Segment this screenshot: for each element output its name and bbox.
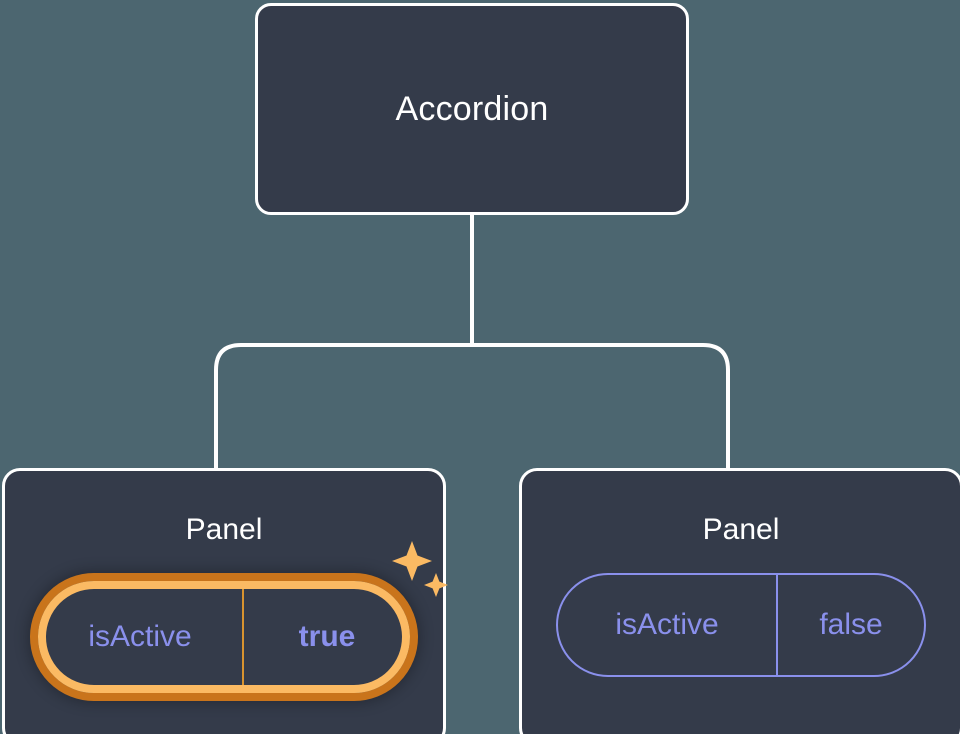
- prop-value-label: false: [776, 575, 924, 675]
- prop-pill-is-active-true[interactable]: isActive true: [30, 573, 418, 701]
- node-panel-left[interactable]: Panel isActive true: [2, 468, 448, 734]
- node-panel-right[interactable]: Panel isActive false: [519, 468, 960, 734]
- prop-pill-right-wrap: isActive false: [556, 573, 926, 677]
- prop-value-label: true: [242, 581, 410, 693]
- node-panel-right-title: Panel: [702, 513, 780, 546]
- node-accordion-title: Accordion: [395, 89, 549, 128]
- prop-key-label: isActive: [615, 608, 719, 641]
- node-panel-left-title: Panel: [185, 513, 263, 546]
- prop-pill-left-wrap: isActive true: [30, 541, 448, 701]
- prop-pill-is-active-false[interactable]: isActive false: [556, 573, 926, 677]
- prop-key-label: isActive: [88, 620, 192, 653]
- node-accordion[interactable]: Accordion: [255, 3, 689, 215]
- connector-branch: [214, 343, 730, 470]
